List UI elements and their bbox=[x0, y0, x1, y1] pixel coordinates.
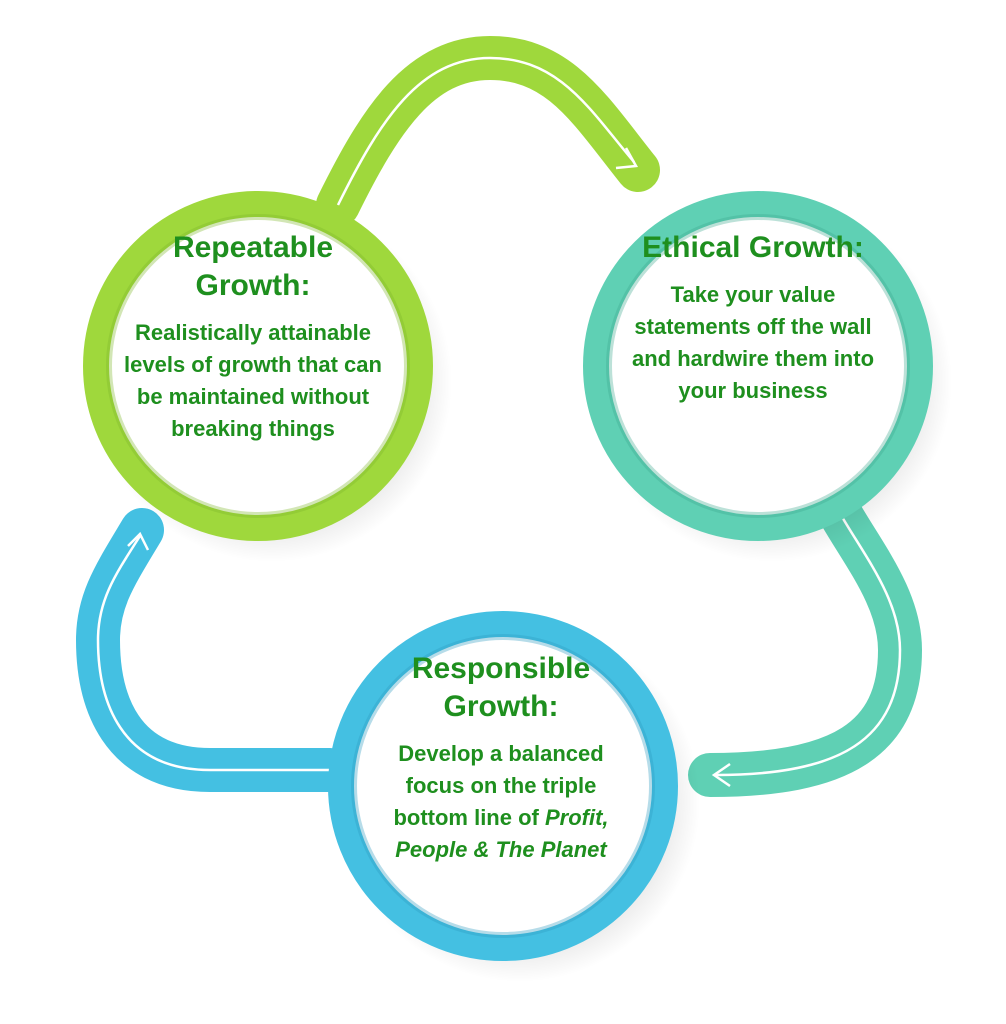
node-title: Responsible Growth: bbox=[411, 652, 591, 723]
node-responsible: Responsible Growth: Develop a balanced f… bbox=[370, 650, 632, 866]
node-repeatable: Repeatable Growth: Realistically attaina… bbox=[122, 229, 384, 445]
circle-responsible bbox=[328, 611, 678, 961]
circle-responsible-inner-shade bbox=[351, 634, 655, 938]
circle-ethical bbox=[583, 191, 933, 541]
node-description: Take your value statements off the wall … bbox=[631, 282, 875, 403]
arrow-head-icon bbox=[615, 147, 639, 170]
node-ethical: Ethical Growth: Take your value statemen… bbox=[622, 229, 884, 407]
description-emphasis: Profit, People & The Planet bbox=[395, 805, 609, 862]
node-description: Develop a balanced focus on the triple b… bbox=[370, 738, 632, 866]
node-title: Ethical Growth: bbox=[642, 231, 864, 264]
description-text: Develop a balanced focus on the triple b… bbox=[393, 741, 604, 830]
circle-repeatable-inner-shade bbox=[106, 214, 410, 518]
arrow-repeatable-to-ethical-line bbox=[336, 56, 635, 206]
arrow-head-icon bbox=[127, 531, 150, 551]
node-description: Realistically attainable levels of growt… bbox=[124, 320, 382, 441]
node-title: Repeatable Growth: bbox=[172, 231, 334, 302]
arrow-repeatable-to-ethical bbox=[316, 35, 660, 227]
circle-ethical-inner-shade bbox=[606, 214, 910, 518]
arrow-ethical-to-responsible-line bbox=[715, 489, 902, 777]
arrow-responsible-to-repeatable bbox=[75, 508, 352, 792]
arrow-head-icon bbox=[711, 762, 731, 788]
arrow-responsible-to-repeatable-line bbox=[96, 535, 330, 772]
circle-repeatable bbox=[83, 191, 433, 541]
